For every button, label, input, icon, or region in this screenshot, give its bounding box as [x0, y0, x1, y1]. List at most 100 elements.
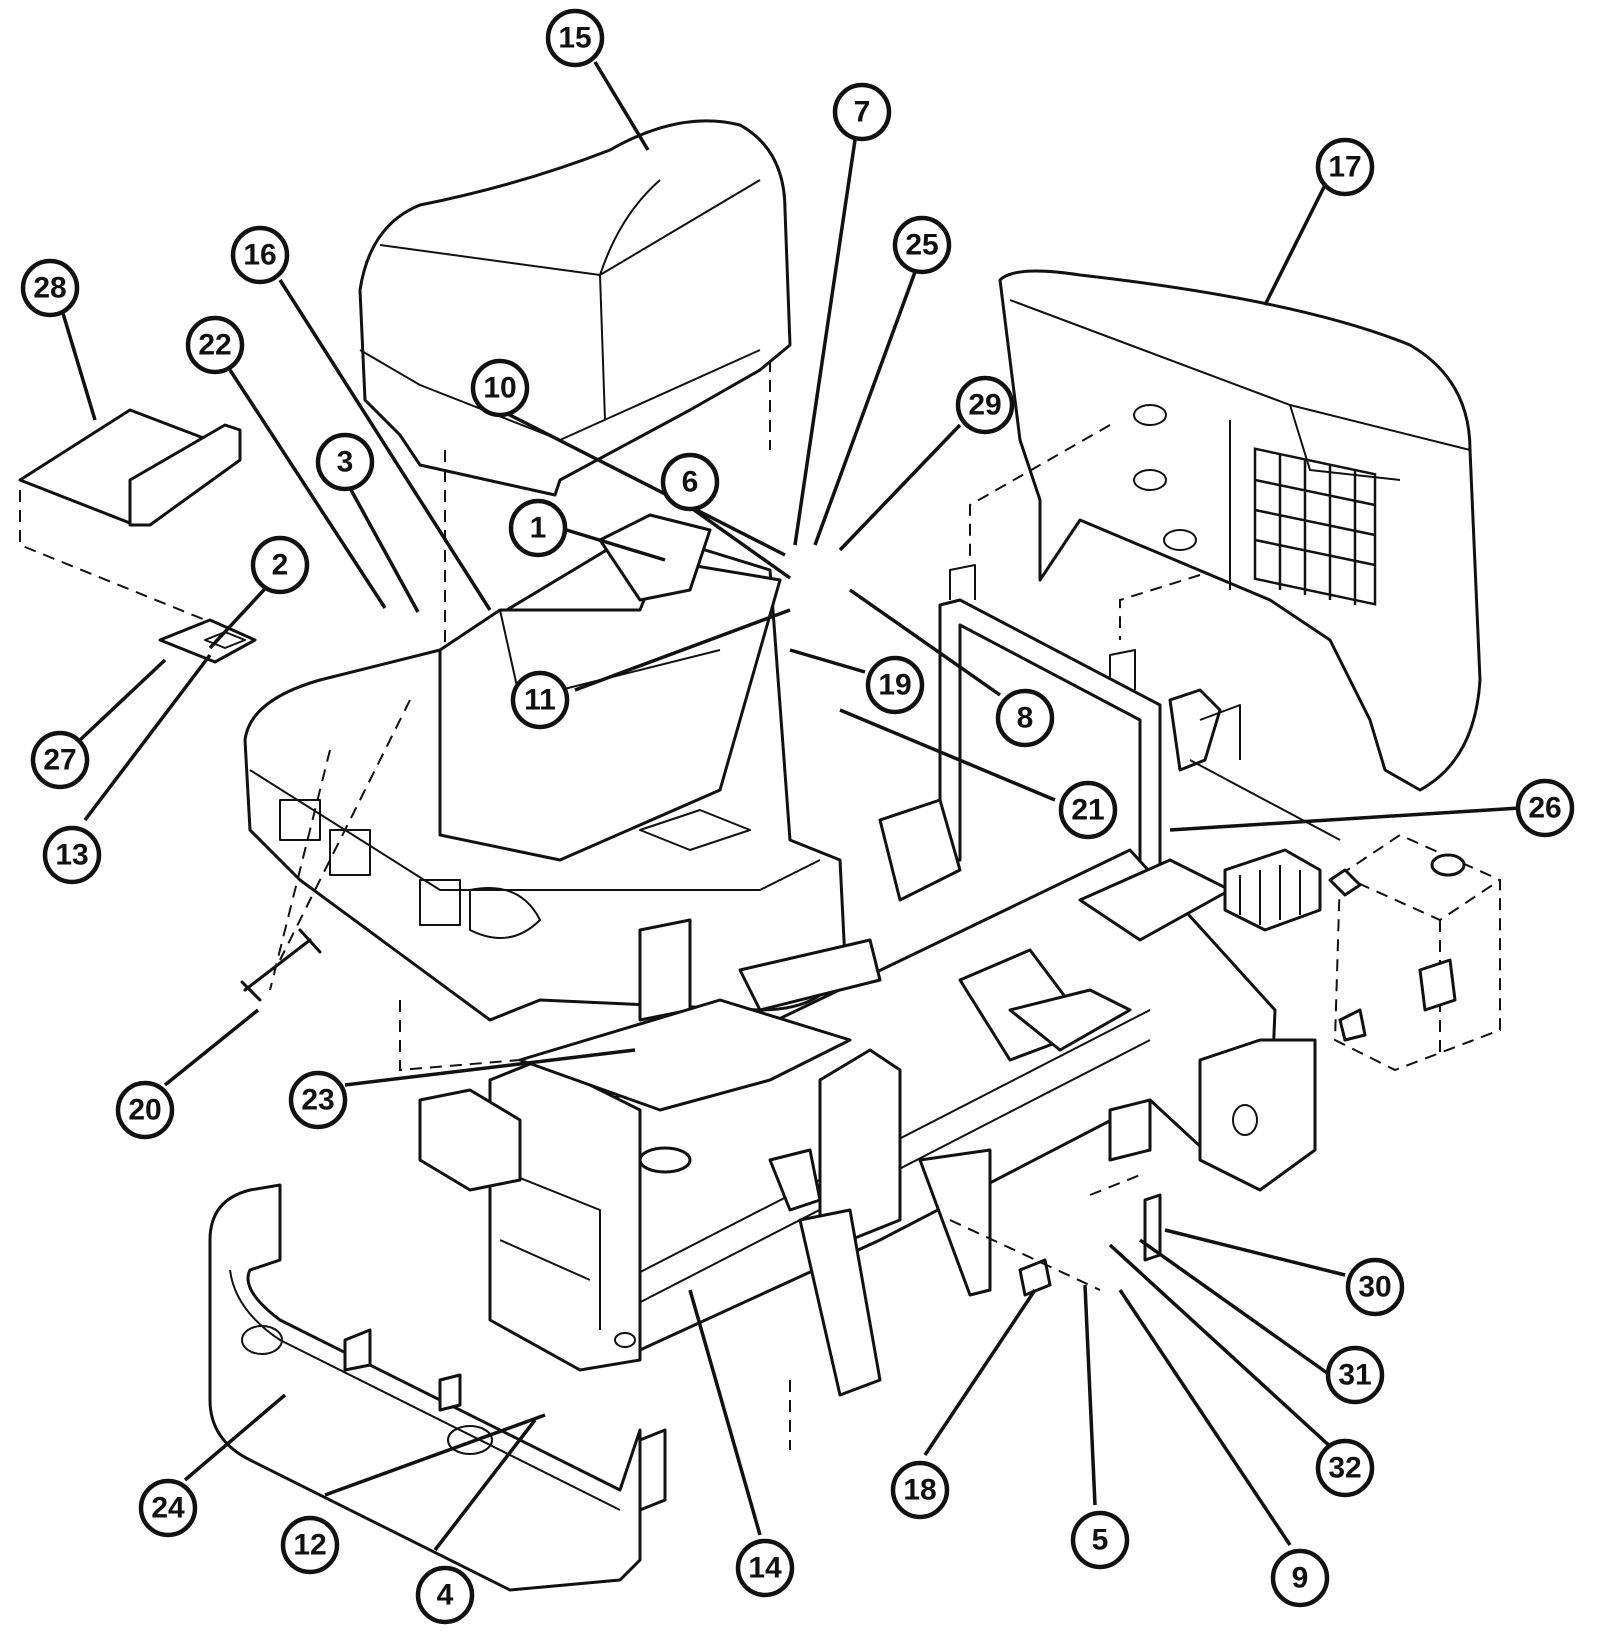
svg-text:23: 23: [301, 1084, 334, 1117]
callout-11: 11: [510, 670, 570, 730]
control-valve-part: [1223, 848, 1322, 932]
svg-text:17: 17: [1328, 151, 1361, 184]
leader-11: [574, 608, 791, 692]
callout-29: 29: [955, 375, 1015, 435]
svg-text:7: 7: [854, 96, 871, 129]
callout-28: 28: [20, 258, 80, 318]
callout-8: 8: [995, 688, 1055, 748]
svg-text:2: 2: [272, 549, 289, 582]
leader-9: [1118, 1289, 1292, 1546]
leader-20: [163, 1008, 260, 1087]
svg-text:21: 21: [1071, 794, 1104, 827]
leader-8: [848, 588, 1002, 697]
callout-3: 3: [315, 432, 375, 492]
callout-25: 25: [892, 215, 952, 275]
leader-1: [559, 526, 666, 562]
svg-text:9: 9: [1292, 1562, 1309, 1595]
seat-cover-part: [358, 119, 792, 645]
svg-text:26: 26: [1528, 792, 1561, 825]
svg-text:4: 4: [437, 1579, 454, 1612]
leader-5: [1083, 1284, 1097, 1506]
svg-text:31: 31: [1338, 1359, 1371, 1392]
leader-29: [838, 423, 962, 552]
svg-text:15: 15: [558, 22, 591, 55]
leader-6: [678, 498, 792, 580]
leader-25: [813, 271, 917, 546]
callout-21: 21: [1058, 780, 1118, 840]
svg-text:25: 25: [905, 229, 938, 262]
svg-text:5: 5: [1092, 1524, 1109, 1557]
hydraulic-tank-part: [1328, 833, 1501, 1072]
svg-text:10: 10: [483, 372, 516, 405]
callout-19: 19: [865, 655, 925, 715]
svg-text:14: 14: [748, 1552, 782, 1585]
leader-15: [593, 61, 650, 151]
bolt-part: [240, 928, 322, 1002]
leader-4: [433, 1418, 537, 1552]
leader-3: [348, 487, 420, 613]
leader-19: [789, 648, 866, 674]
callout-9: 9: [1270, 1548, 1330, 1608]
leader-2: [208, 576, 277, 650]
small-fasteners-part: [789, 1174, 1162, 1450]
leader-27: [78, 658, 167, 742]
leader-13: [83, 653, 212, 822]
leader-23: [344, 1048, 636, 1087]
leader-18: [923, 1289, 1037, 1456]
callout-7: 7: [832, 82, 892, 142]
callout-1: 1: [508, 498, 568, 558]
callout-5: 5: [1070, 1510, 1130, 1570]
svg-text:1: 1: [530, 512, 547, 545]
svg-text:24: 24: [151, 1492, 185, 1525]
leader-28: [60, 309, 97, 421]
callout-17: 17: [1315, 137, 1375, 197]
callout-13: 13: [42, 825, 102, 885]
leader-10: [499, 408, 786, 557]
leader-12: [324, 1413, 546, 1497]
svg-text:12: 12: [293, 1529, 326, 1562]
callout-22: 22: [185, 315, 245, 375]
callout-4: 4: [415, 1565, 475, 1625]
callout-10: 10: [470, 358, 530, 418]
svg-text:3: 3: [337, 446, 354, 479]
leader-21: [839, 708, 1056, 802]
leader-31: [1138, 1238, 1332, 1377]
svg-text:22: 22: [198, 329, 231, 362]
leader-26: [1169, 806, 1521, 832]
callout-26: 26: [1515, 778, 1575, 838]
upper-frame-part: [243, 513, 847, 1072]
main-chassis-part: [418, 798, 1317, 1397]
leader-16: [278, 279, 492, 611]
svg-text:18: 18: [903, 1474, 936, 1507]
leader-lines: [60, 61, 1521, 1552]
svg-text:30: 30: [1358, 1271, 1391, 1304]
leader-14: [688, 1289, 762, 1536]
svg-text:16: 16: [243, 239, 276, 272]
svg-text:32: 32: [1328, 1452, 1361, 1485]
callout-12: 12: [280, 1515, 340, 1575]
leader-22: [228, 369, 387, 609]
callout-18: 18: [890, 1460, 950, 1520]
counterweight-part: [208, 1183, 667, 1592]
callout-32: 32: [1315, 1438, 1375, 1498]
svg-text:6: 6: [682, 466, 699, 499]
callouts-layer: 15 17 7 25 16 28 22 10 29 3 6 1 2 19 11 …: [20, 8, 1575, 1625]
callout-24: 24: [138, 1478, 198, 1538]
leader-32: [1108, 1243, 1347, 1462]
svg-text:11: 11: [524, 684, 556, 717]
callout-27: 27: [30, 730, 90, 790]
callout-6: 6: [660, 452, 720, 512]
svg-text:8: 8: [1017, 702, 1034, 735]
callout-31: 31: [1325, 1345, 1385, 1405]
small-plates-part: [158, 618, 257, 664]
svg-text:29: 29: [968, 389, 1001, 422]
engine-hood-part: [969, 269, 1482, 792]
leader-7: [793, 139, 857, 546]
svg-text:20: 20: [128, 1094, 161, 1127]
callout-23: 23: [288, 1070, 348, 1130]
svg-text:27: 27: [43, 744, 76, 777]
callout-30: 30: [1345, 1257, 1405, 1317]
svg-text:28: 28: [33, 272, 66, 305]
